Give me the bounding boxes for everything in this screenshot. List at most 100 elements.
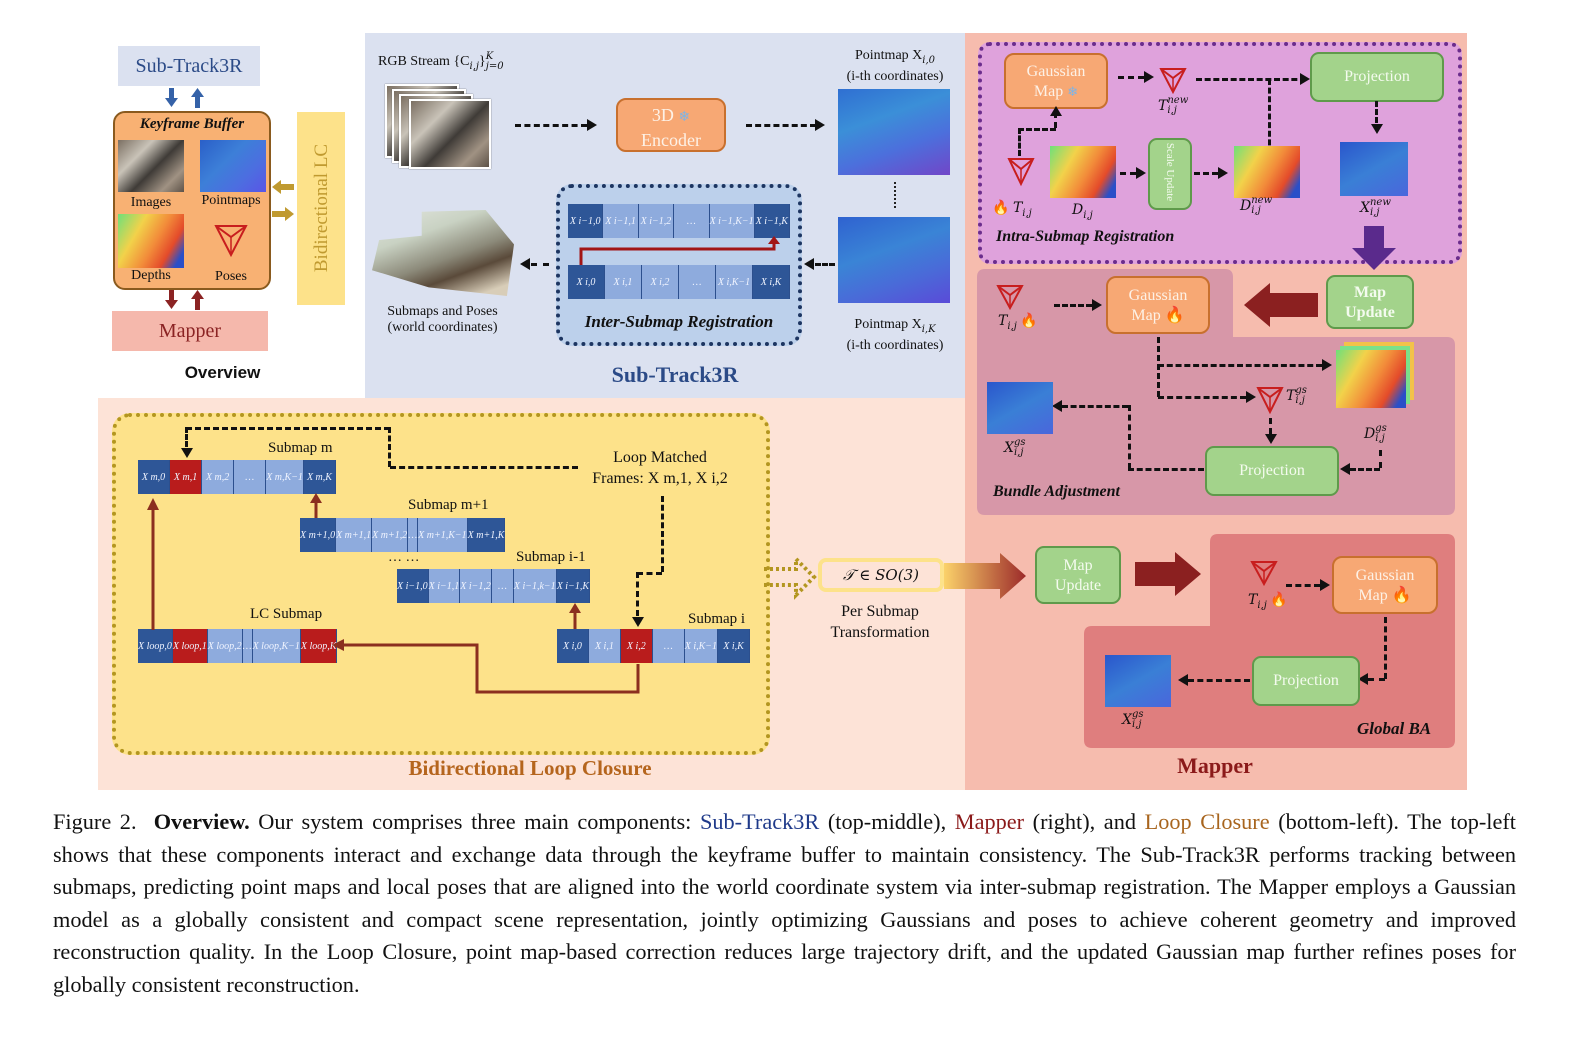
d-sub: i,j [1083, 209, 1093, 221]
snowflake-icon: ❄ [678, 110, 691, 125]
arrow-up-icon [191, 88, 204, 108]
3d-encoder-box: 3D ❄ Encoder [616, 98, 726, 152]
cell: X i,1 [588, 629, 621, 663]
loop-matched-line2: Frames: X m,1, X i,2 [592, 470, 728, 487]
arrowhead-icon [804, 258, 814, 270]
cell: … [679, 265, 716, 299]
cell: … [408, 518, 419, 552]
cell: … [652, 629, 685, 663]
global-t-sub: i,j [1257, 599, 1267, 611]
arrow [1128, 468, 1204, 471]
x-gs-base: X [1004, 440, 1014, 456]
arrowhead-icon [1144, 71, 1154, 83]
gradient-arrow-right-icon [944, 553, 1026, 599]
submap-m-label: Submap m [268, 440, 333, 456]
cell: X m+1,1 [336, 518, 373, 552]
t-gs-base: T [1286, 388, 1296, 404]
arrow [1368, 678, 1385, 681]
submap-m-row: X m,0 X m,1 X m,2 … X m,K−1 X m,K [138, 460, 336, 494]
lc-submap-label: LC Submap [250, 606, 323, 622]
cell: X loop,2 [207, 629, 243, 663]
pointmap-vertical-dots [894, 182, 896, 208]
d-new-base: D [1240, 198, 1252, 214]
arrow [185, 427, 188, 447]
camera-pose-icon [996, 285, 1024, 311]
submap-i-row: X i,0 X i,1 X i,2 … X i,K−1 X i,K [557, 629, 750, 663]
x-new-base: X [1360, 200, 1370, 216]
d-new-sub: i,j [1251, 205, 1261, 216]
arrow-registration-to-submaps [531, 263, 549, 266]
overview-subtrack-label: Sub-Track3R [118, 46, 260, 86]
x-gs-sub: i,j [1013, 447, 1024, 458]
arrow [1018, 128, 1021, 156]
arrow-up-icon [310, 493, 322, 519]
ba-t-base: T [998, 313, 1008, 329]
cell: X i−1,1 [428, 569, 461, 603]
camera-pose-icon [214, 225, 248, 258]
cell-matched: X loop,K [300, 629, 338, 663]
x-gs-image [987, 382, 1053, 434]
mapper-title: Mapper [1177, 753, 1253, 778]
cell: X m,2 [202, 460, 235, 494]
loop-matched-label: Loop Matched Frames: X m,1, X i,2 [585, 447, 735, 489]
gaussian-line2: Map [1131, 307, 1161, 324]
cell: X i,2 [642, 265, 679, 299]
arrow [1128, 405, 1131, 469]
overview-lc-arrows [272, 180, 294, 221]
arrow [1157, 337, 1160, 397]
x-new-sub: i,j [1369, 207, 1380, 218]
arrowhead-icon [1092, 299, 1102, 311]
overview-mapper-label: Mapper [112, 311, 268, 351]
pointmaps-label: Pointmaps [201, 193, 261, 208]
cell: X m,0 [138, 460, 171, 494]
cell-matched: X loop,1 [172, 629, 208, 663]
arrow-right-icon [272, 207, 294, 221]
rgb-stream-lower: j=0 [485, 61, 504, 72]
loop-closure-title: Bidirectional Loop Closure [408, 756, 652, 780]
pointmap-bottom-line2: (i-th coordinates) [846, 337, 944, 353]
caption-mapper: Mapper [954, 809, 1025, 834]
arrowhead-icon [1246, 391, 1256, 403]
global-gaussian-map-box: Gaussian Map 🔥 [1332, 556, 1438, 614]
caption-figure-number: Figure 2. [53, 809, 137, 834]
cell-matched: X i,2 [620, 629, 653, 663]
arrow-left-icon [1244, 283, 1318, 327]
arrow-left-icon [272, 180, 294, 194]
ba-t-label: Ti,j 🔥 [998, 313, 1038, 332]
map-update-line2: Update [1054, 577, 1102, 594]
figure-caption: Figure 2. Overview. Our system comprises… [53, 806, 1516, 1002]
cell: X m,K [303, 460, 336, 494]
arrow-encoder-to-pointmap [746, 124, 816, 127]
x-gs-sup: gs [1013, 437, 1026, 448]
fire-icon: 🔥 [992, 201, 1010, 216]
scale-update-label: Scale Update [1164, 142, 1176, 202]
depth-image [1050, 146, 1116, 198]
x-gs-sup: gs [1131, 709, 1144, 720]
t-new-base: T [1158, 98, 1168, 114]
arrowhead-icon [1136, 167, 1146, 179]
bidirectional-lc-label: Bidirectional LC [311, 143, 332, 273]
rgb-frames-stack [385, 84, 495, 170]
rgb-stream-close: } [478, 54, 486, 70]
cell: … [242, 629, 253, 663]
d-new-sup: new [1251, 195, 1273, 206]
inter-submap-title: Inter-Submap Registration [584, 312, 774, 331]
cell: … [674, 204, 710, 238]
submap-m1-label: Submap m+1 [408, 497, 489, 513]
fire-icon: 🔥 [1020, 314, 1038, 329]
d-gs-stack-image [1336, 350, 1406, 408]
x-gs-sub: i,j [1131, 719, 1142, 730]
x-gs-base: X [1122, 712, 1132, 728]
arrowhead-icon [815, 119, 825, 131]
arrowhead-icon [1052, 400, 1062, 412]
loop-matched-line1: Loop Matched [613, 449, 707, 466]
arrow [1379, 450, 1382, 468]
arrow [1286, 584, 1320, 587]
images-thumbnail [118, 140, 184, 192]
bidirectional-lc-box: Bidirectional LC [297, 112, 345, 305]
map-update-line1: Map [1063, 557, 1093, 574]
arrowhead-icon [1300, 73, 1310, 85]
per-submap-line2: Transformation [830, 624, 930, 641]
